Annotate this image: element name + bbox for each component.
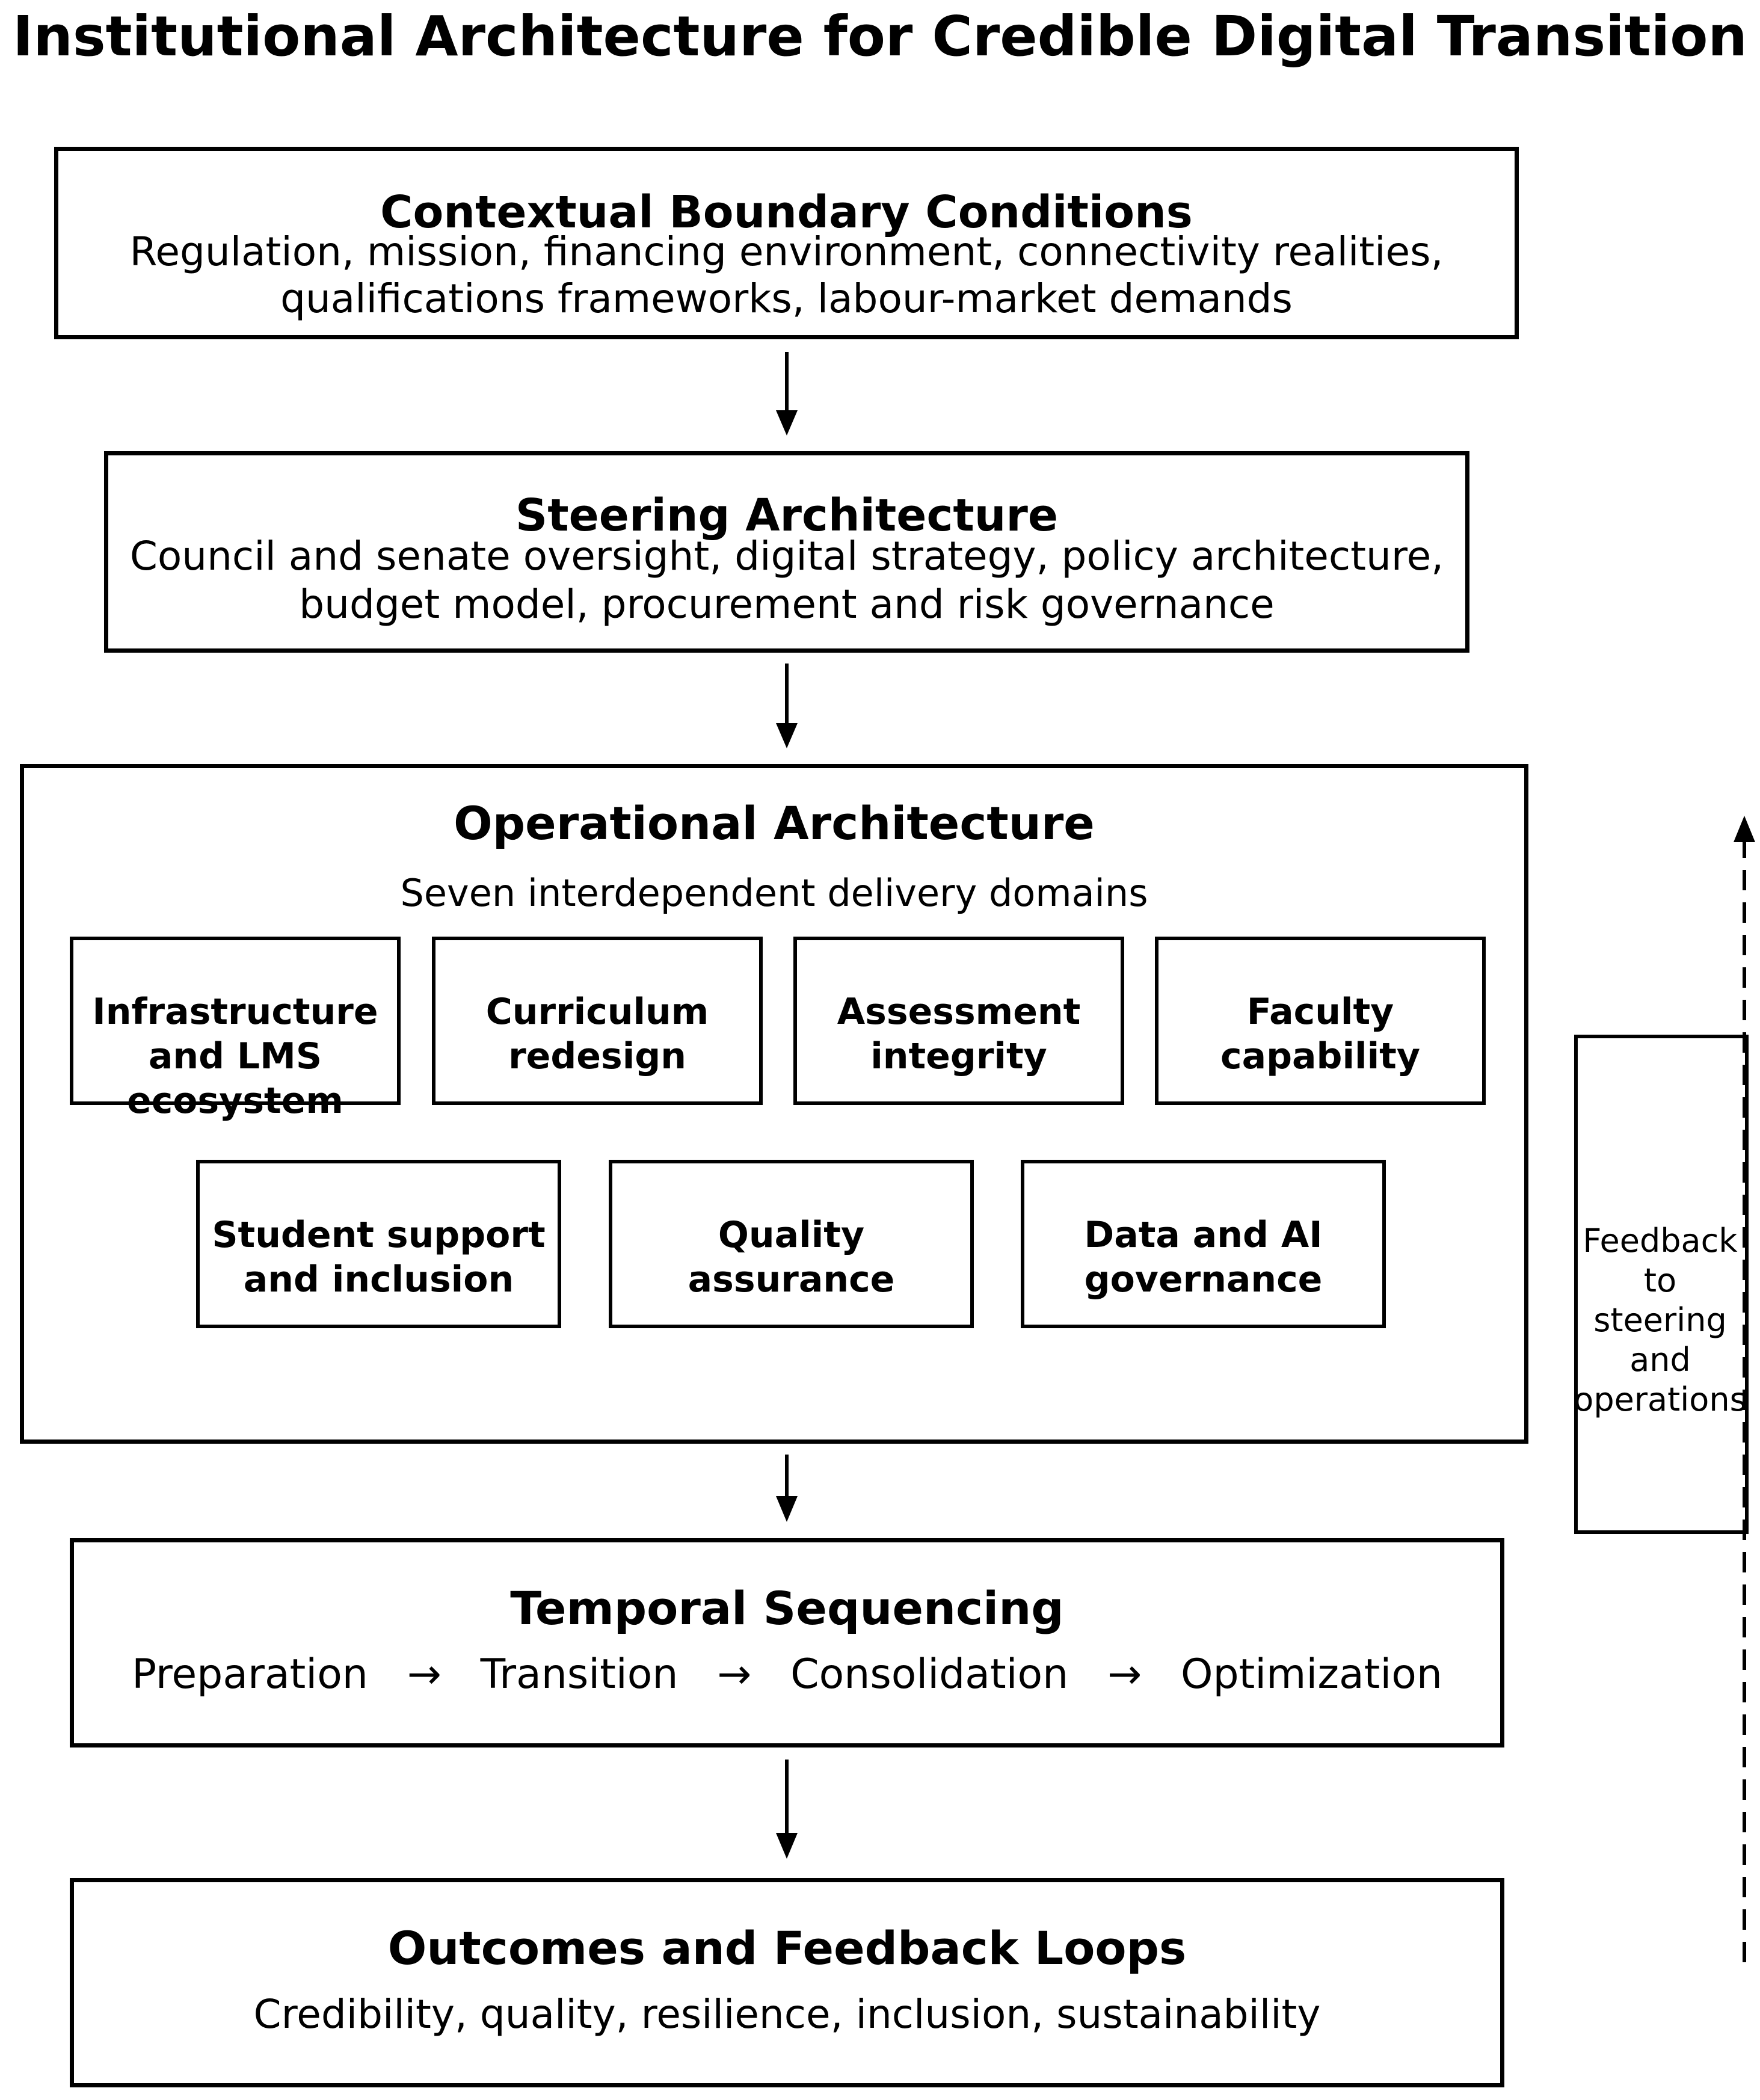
arrow-steering-to-operational xyxy=(776,664,798,748)
feedback-label: Feedback to steering and operations xyxy=(1574,1222,1747,1418)
domain-faculty-capability: Faculty capability xyxy=(1155,937,1486,1105)
domain-curriculum-redesign-label: Curriculum redesign xyxy=(485,991,709,1077)
domain-quality-assurance-label: Quality assurance xyxy=(688,1214,895,1301)
domain-data-ai-governance: Data and AI governance xyxy=(1021,1160,1386,1328)
outcomes-feedback-line1: Credibility, quality, resilience, inclus… xyxy=(253,1991,1321,2037)
steering-architecture-box: Steering Architecture Council and senate… xyxy=(104,451,1469,653)
operational-architecture-title: Operational Architecture xyxy=(454,796,1095,850)
stage-transition: Transition xyxy=(480,1651,678,1698)
temporal-sequencing-title: Temporal Sequencing xyxy=(510,1581,1064,1635)
arrow-temporal-to-outcomes xyxy=(776,1760,798,1859)
diagram-title: Institutional Architecture for Credible … xyxy=(13,4,1747,69)
temporal-sequence-row: Preparation → Transition → Consolidation… xyxy=(74,1651,1500,1699)
domain-student-support-inclusion-label: Student support and inclusion xyxy=(212,1214,546,1301)
temporal-sequencing-box: Temporal Sequencing Preparation → Transi… xyxy=(70,1538,1504,1747)
outcomes-feedback-title: Outcomes and Feedback Loops xyxy=(387,1921,1187,1975)
contextual-boundary-line1: Regulation, mission, financing environme… xyxy=(129,229,1444,275)
outcomes-feedback-box: Outcomes and Feedback Loops Credibility,… xyxy=(70,1878,1504,2087)
operational-architecture-subtitle: Seven interdependent delivery domains xyxy=(400,871,1148,915)
feedback-side-box xyxy=(1574,1035,1749,1534)
domain-student-support-inclusion: Student support and inclusion xyxy=(196,1160,561,1328)
domain-faculty-capability-label: Faculty capability xyxy=(1220,991,1420,1077)
domain-infrastructure-lms-label: Infrastructure and LMS ecosystem xyxy=(92,991,378,1122)
stage-optimization: Optimization xyxy=(1180,1651,1442,1698)
contextual-boundary-title: Contextual Boundary Conditions xyxy=(380,186,1193,238)
sequence-arrow-3: → xyxy=(1107,1651,1142,1698)
contextual-boundary-box: Contextual Boundary Conditions Regulatio… xyxy=(54,147,1519,339)
steering-architecture-line1: Council and senate oversight, digital st… xyxy=(129,533,1444,579)
domain-assessment-integrity-label: Assessment integrity xyxy=(837,991,1081,1077)
steering-architecture-title: Steering Architecture xyxy=(515,490,1059,541)
stage-consolidation: Consolidation xyxy=(790,1651,1069,1698)
sequence-arrow-2: → xyxy=(717,1651,752,1698)
arrow-context-to-steering xyxy=(776,352,798,436)
domain-data-ai-governance-label: Data and AI governance xyxy=(1084,1214,1323,1301)
domain-curriculum-redesign: Curriculum redesign xyxy=(432,937,763,1105)
arrow-operational-to-temporal xyxy=(776,1455,798,1522)
stage-preparation: Preparation xyxy=(132,1651,368,1698)
domain-assessment-integrity: Assessment integrity xyxy=(793,937,1124,1105)
contextual-boundary-line2: qualifications frameworks, labour-market… xyxy=(280,276,1293,322)
steering-architecture-line2: budget model, procurement and risk gover… xyxy=(299,581,1275,627)
domain-infrastructure-lms: Infrastructure and LMS ecosystem xyxy=(70,937,401,1122)
domain-quality-assurance: Quality assurance xyxy=(609,1160,974,1328)
sequence-arrow-1: → xyxy=(407,1651,442,1698)
